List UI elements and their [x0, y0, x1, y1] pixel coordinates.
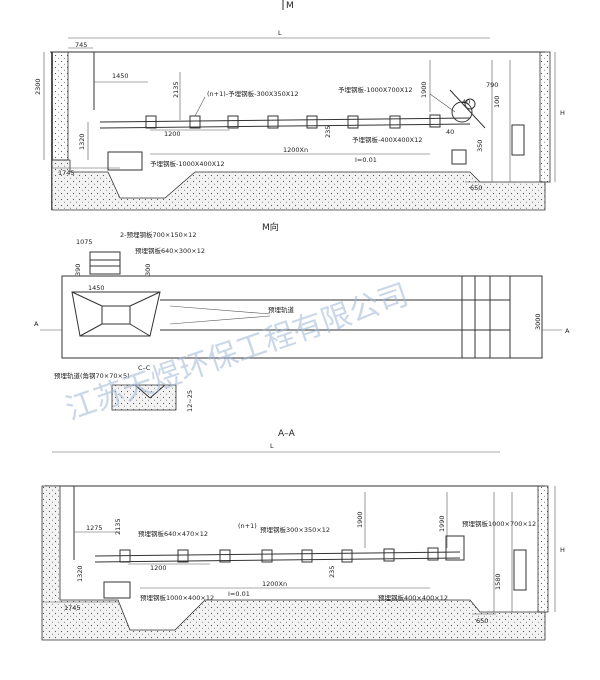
plan-view: M向 2-预埋钢板700×150×12 预埋钢板640×300×12 1075 …	[34, 221, 570, 412]
top-plate-n1-label: (n+1)-予埋钢板-300X350X12	[207, 89, 298, 98]
top-dim-235: 235	[324, 126, 332, 138]
top-slope: I=0.01	[355, 156, 377, 164]
plan-title: M向	[262, 221, 279, 233]
top-dim-H: H	[560, 109, 565, 117]
top-plate-400x400-label: 予埋钢板-400X400X12	[352, 135, 422, 144]
top-dim-1745: 1745	[58, 169, 75, 177]
plan-dim-390: 390	[74, 264, 82, 276]
section-dim-1320: 1320	[76, 565, 84, 582]
section-plate1000x700-label: 预埋钢板1000×700×12	[462, 519, 536, 528]
plan-plate2-label: 2-预埋钢板700×150×12	[120, 230, 196, 239]
section-dim-1580: 1580	[494, 573, 502, 590]
section-dim-H: H	[560, 546, 565, 554]
top-angle-40b: 40	[446, 128, 454, 136]
section-slope: I=0.01	[228, 590, 250, 598]
top-view-arrow-label: M	[286, 1, 294, 11]
section-plate400x400-label: 预埋钢板400×400×12	[378, 593, 448, 602]
plan-dim-300: 300	[144, 264, 152, 276]
top-dim-1200: 1200	[164, 130, 181, 138]
section-dim-1200xn: 1200Xn	[262, 580, 287, 588]
top-dim-100: 100	[493, 96, 501, 108]
top-dim-1320: 1320	[78, 133, 86, 150]
section-dim-1200: 1200	[150, 564, 167, 572]
top-elevation: M L 745 2300 1450 2135 1200 1320 1745	[34, 0, 565, 211]
plan-rail-angle-label: 预埋轨道(角钢70×70×5)	[54, 371, 130, 380]
top-dim-1450: 1450	[112, 72, 129, 80]
section-plate1000x400-label: 预埋钢板1000×400×12	[140, 593, 214, 602]
top-dim-350: 350	[476, 140, 484, 152]
section-plate640-label: 预埋钢板640×470×12	[138, 529, 208, 538]
plan-dim-12-25: 12~25	[186, 390, 194, 412]
section-aa: A–A L 1275 2135 1200 1320 1745 预埋钢板6	[41, 429, 565, 641]
section-dim-650: 650	[476, 617, 488, 625]
section-dim-1900: 1900	[356, 511, 364, 528]
section-dim-235: 235	[328, 566, 336, 578]
plan-cc-title: C–C	[138, 364, 151, 372]
top-dim-1200xn: 1200Xn	[283, 146, 308, 154]
plan-dim-1450: 1450	[88, 284, 105, 292]
plan-section-A-left: A	[34, 320, 39, 328]
section-dim-L: L	[270, 442, 274, 450]
top-dim-745: 745	[75, 41, 87, 49]
top-dim-1900: 1900	[420, 81, 428, 98]
top-dim-650: 650	[470, 184, 482, 192]
plan-plate640-label: 预埋钢板640×300×12	[135, 246, 205, 255]
section-dim-1745: 1745	[64, 604, 81, 612]
top-plate-1000x700-label: 予埋钢板-1000X700X12	[338, 85, 412, 94]
top-dim-2135: 2135	[172, 81, 180, 98]
plan-section-A-right: A	[565, 327, 570, 335]
section-dim-2135: 2135	[114, 518, 122, 535]
section-dim-1990: 1990	[438, 515, 446, 532]
plan-dim-1075: 1075	[76, 238, 93, 246]
plan-rail-label: 预埋轨道	[268, 305, 295, 314]
section-plate-n1: (n+1)	[238, 522, 257, 530]
section-plate-n1b: 预埋钢板300×350×12	[260, 525, 330, 534]
top-angle-40a: 40	[462, 98, 470, 106]
section-dim-1275: 1275	[86, 524, 103, 532]
top-plate-1000x400-label: 予埋钢板-1000X400X12	[150, 159, 224, 168]
top-dim-2300: 2300	[34, 78, 42, 95]
top-dim-L: L	[278, 29, 282, 37]
section-title: A–A	[278, 429, 296, 439]
plan-dim-3000: 3000	[534, 313, 542, 330]
section-embedded-plates	[119, 547, 439, 563]
